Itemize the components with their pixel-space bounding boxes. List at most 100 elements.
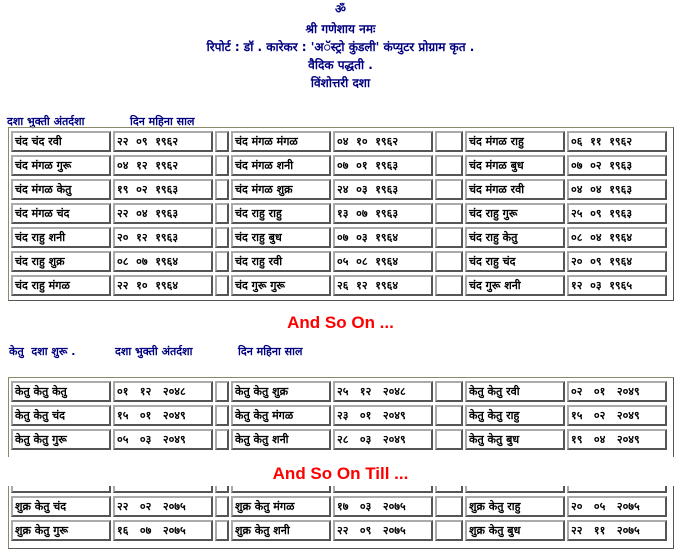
spacer-cell <box>435 227 463 248</box>
period-name-cell: चंद चंद रवी <box>11 131 111 152</box>
spacer-cell <box>215 405 229 426</box>
period-date-cell: २६ १२ १९६४ <box>333 275 433 296</box>
period-date-cell: १३ ०७ १९६३ <box>333 203 433 224</box>
period-name-cell: शुक्र केतु राहु <box>465 496 565 517</box>
period-name-cell: चंद राहु चंद <box>465 251 565 272</box>
spacer-cell <box>215 520 229 541</box>
period-date-cell: ०२ ०१ २०४९ <box>567 381 667 402</box>
spacer-cell <box>435 381 463 402</box>
period-date-cell: ०५ ०८ १९६४ <box>333 251 433 272</box>
report-title: रिपोर्ट : डॉ . कारेकर : 'अॅस्ट्रो कुंडली… <box>206 40 475 54</box>
period-date-cell: ०८ ०७ १९६४ <box>113 251 213 272</box>
period-date-cell: ०५ ०३ २०४९ <box>113 429 213 450</box>
period-name-cell: केतु केतु रवी <box>465 381 565 402</box>
period-name-cell: चंद मंगळ गुरू <box>11 155 111 176</box>
spacer-cell <box>215 251 229 272</box>
spacer-cell <box>215 381 229 402</box>
period-date-cell <box>567 486 667 493</box>
spacer-cell <box>435 496 463 517</box>
spacer-cell <box>215 275 229 296</box>
period-date-cell: ०४ १० १९६२ <box>333 131 433 152</box>
period-name-cell: चंद राहु गुरू <box>465 203 565 224</box>
period-name-cell: चंद मंगळ चंद <box>11 203 111 224</box>
period-name-cell <box>231 486 331 493</box>
period-date-cell: १५ ०१ २०४९ <box>113 405 213 426</box>
dasha-start-label: केतु दशा शुरू . <box>9 345 76 358</box>
period-date-cell: २८ ०३ २०४९ <box>333 429 433 450</box>
period-name-cell: केतु केतु चंद <box>11 405 111 426</box>
period-date-cell: ०८ ०४ १९६४ <box>567 227 667 248</box>
om-symbol: ॐ <box>335 2 346 16</box>
spacer-cell <box>435 251 463 272</box>
period-date-cell: ०६ ११ १९६२ <box>567 131 667 152</box>
period-date-cell: २० ०९ १९६४ <box>567 251 667 272</box>
and-so-on-text: And So On ... <box>287 313 394 332</box>
period-name-cell <box>11 486 111 493</box>
period-name-cell: चंद मंगळ बुध <box>465 155 565 176</box>
dasha-title: विंशोत्तरी दशा <box>310 76 371 90</box>
spacer-cell <box>435 155 463 176</box>
period-name-cell: केतु केतु गुरू <box>11 429 111 450</box>
period-name-cell: चंद मंगळ रवी <box>465 179 565 200</box>
period-date-cell: ०७ ०३ १९६४ <box>333 227 433 248</box>
period-date-cell: ०७ ०२ १९६३ <box>567 155 667 176</box>
period-date-cell: २२ ११ २०७५ <box>567 520 667 541</box>
spacer-cell <box>435 429 463 450</box>
period-name-cell: केतु केतु मंगळ <box>231 405 331 426</box>
period-name-cell: चंद मंगळ मंगळ <box>231 131 331 152</box>
spacer-cell <box>435 520 463 541</box>
period-name-cell: शुक्र केतु मंगळ <box>231 496 331 517</box>
period-name-cell: चंद मंगळ राहु <box>465 131 565 152</box>
period-name-cell: चंद राहु शनी <box>11 227 111 248</box>
period-name-cell: शुक्र केतु गुरू <box>11 520 111 541</box>
period-date-cell: २२ ०२ २०७५ <box>113 496 213 517</box>
period-date-cell: २२ ०४ १९६३ <box>113 203 213 224</box>
spacer-cell <box>435 405 463 426</box>
period-name-cell: शुक्र केतु बुध <box>465 520 565 541</box>
column-label: दशा भुक्ती अंतर्दशा <box>7 115 85 128</box>
period-date-cell: ०१ १२ २०४८ <box>113 381 213 402</box>
spacer-cell <box>215 227 229 248</box>
period-date-cell: १९ ०४ २०४९ <box>567 429 667 450</box>
period-name-cell: चंद राहु रवी <box>231 251 331 272</box>
spacer-cell <box>215 155 229 176</box>
period-date-cell: २५ ०९ १९६३ <box>567 203 667 224</box>
period-date-cell: ०४ ०४ १९६३ <box>567 179 667 200</box>
period-name-cell: चंद राहु राहु <box>231 203 331 224</box>
period-name-cell: चंद राहु शुक्र <box>11 251 111 272</box>
column-label: दशा भुक्ती अंतर्दशा <box>115 345 193 358</box>
period-date-cell: १५ ०२ २०४९ <box>567 405 667 426</box>
spacer-cell <box>435 275 463 296</box>
period-date-cell: १९ ०२ १९६३ <box>113 179 213 200</box>
period-name-cell: चंद गुरू गुरू <box>231 275 331 296</box>
period-date-cell: २४ ०३ १९६३ <box>333 179 433 200</box>
period-name-cell: केतु केतु शुक्र <box>231 381 331 402</box>
period-date-cell <box>333 486 433 493</box>
period-name-cell: चंद मंगळ शनी <box>231 155 331 176</box>
period-date-cell: २२ १० १९६४ <box>113 275 213 296</box>
period-date-cell: २५ १२ २०४८ <box>333 381 433 402</box>
period-date-cell: १२ ०३ १९६५ <box>567 275 667 296</box>
spacer-cell <box>215 429 229 450</box>
period-name-cell <box>465 486 565 493</box>
period-name-cell: चंद गुरू शनी <box>465 275 565 296</box>
period-date-cell: २२ ०९ १९६२ <box>113 131 213 152</box>
spacer-cell <box>215 131 229 152</box>
date-label: दिन महिना साल <box>130 115 195 128</box>
spacer-cell <box>435 131 463 152</box>
